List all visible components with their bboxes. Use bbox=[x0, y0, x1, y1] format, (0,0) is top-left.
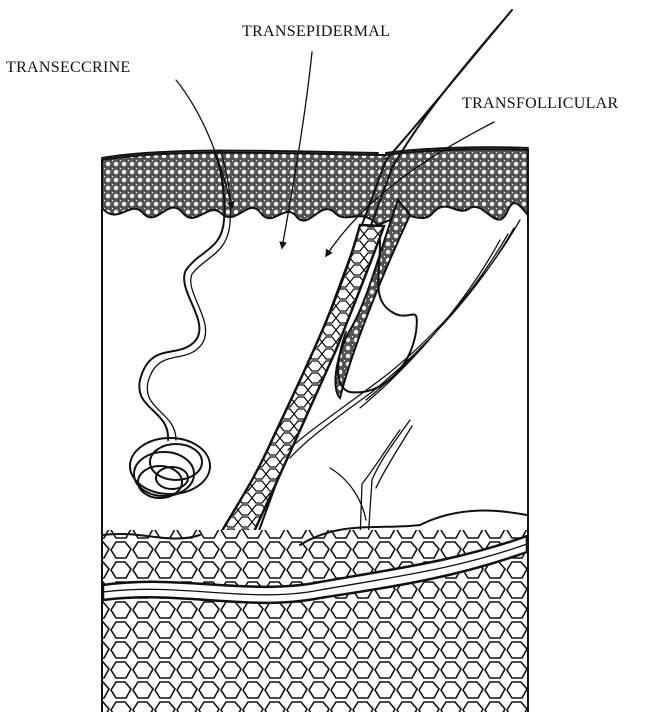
nerve-fiber bbox=[330, 420, 412, 540]
transeccrine-label: TRANSECCRINE bbox=[6, 59, 131, 76]
hair-follicle bbox=[206, 225, 384, 571]
eccrine-sweat-gland bbox=[130, 438, 210, 498]
transfollicular-label: TRANSFOLLICULAR bbox=[462, 95, 619, 112]
transepidermal-label: TRANSEPIDERMAL bbox=[242, 23, 390, 40]
epidermis-layer bbox=[102, 149, 528, 225]
